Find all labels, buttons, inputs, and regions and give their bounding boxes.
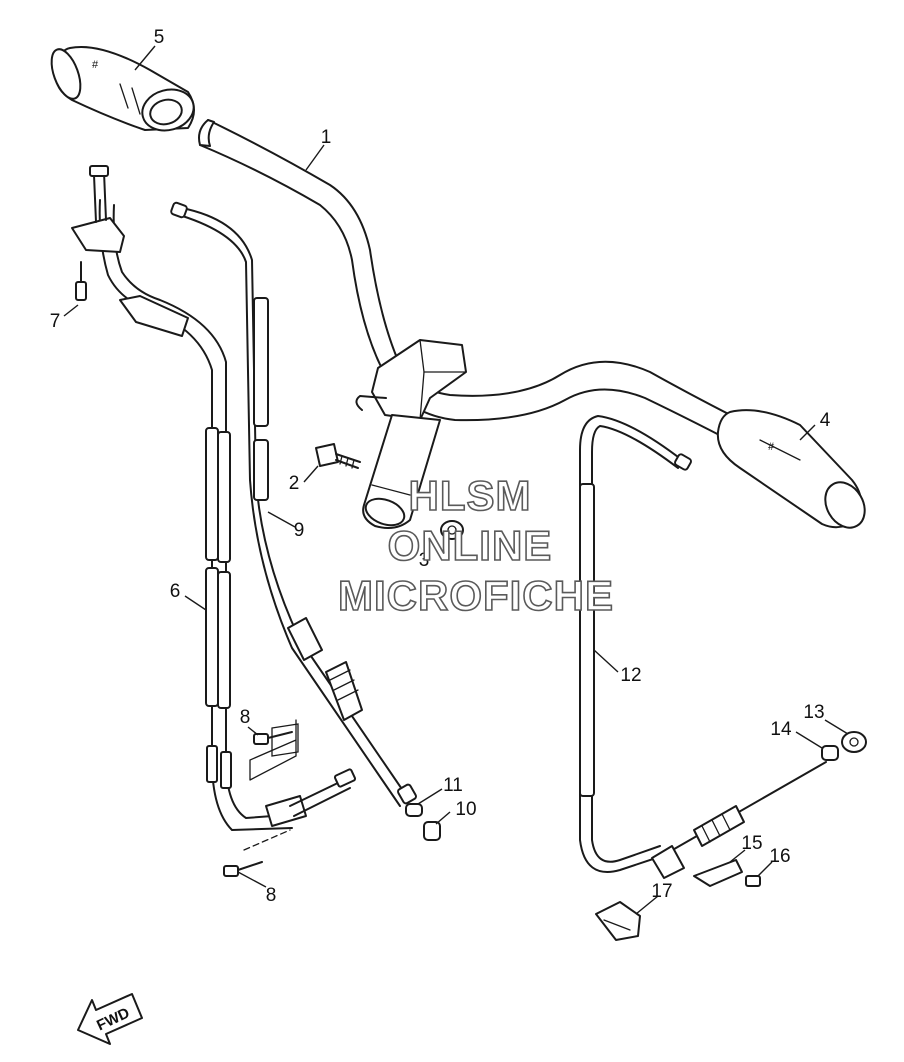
part-13 <box>841 731 867 753</box>
part-11 <box>405 803 423 817</box>
callout-2: 2 <box>289 473 300 494</box>
callout-13: 13 <box>803 702 824 723</box>
callouts: 1 2 3 4 5 6 7 8 8 9 10 11 12 13 14 15 16… <box>50 27 831 906</box>
left-grip: # <box>716 409 866 529</box>
watermark-line-2: ONLINE <box>388 522 553 569</box>
bracket-15 <box>693 859 743 887</box>
callout-8-lower: 8 <box>266 885 277 906</box>
callout-14: 14 <box>770 719 792 740</box>
screw-16 <box>745 875 761 887</box>
callout-9: 9 <box>294 520 305 541</box>
svg-text:#: # <box>92 59 99 71</box>
watermark-line-1: HLSM <box>409 472 532 519</box>
callout-17: 17 <box>651 881 672 902</box>
screw-8-upper <box>253 723 299 757</box>
cable-9 <box>170 201 417 807</box>
callout-1: 1 <box>321 127 332 148</box>
callout-11: 11 <box>443 775 463 796</box>
callout-12: 12 <box>620 665 641 686</box>
watermark-line-3: MICROFICHE <box>338 572 614 619</box>
callout-6: 6 <box>170 581 181 602</box>
callout-5: 5 <box>154 27 165 48</box>
callout-4: 4 <box>820 410 831 431</box>
cable-12 <box>579 415 827 879</box>
throttle-grip: # <box>50 45 195 132</box>
fwd-arrow-icon: FWD <box>77 993 143 1045</box>
nut-3 <box>440 520 464 540</box>
screw-8-lower <box>223 861 263 877</box>
callout-16: 16 <box>769 846 790 867</box>
svg-text:#: # <box>768 441 775 453</box>
callout-8-upper: 8 <box>240 707 251 728</box>
watermark: HLSM ONLINE MICROFICHE <box>337 471 614 620</box>
leader-lines <box>63 45 849 915</box>
part-10 <box>423 821 441 841</box>
callout-7: 7 <box>50 311 61 332</box>
handlebar <box>198 119 761 529</box>
throttle-cable <box>71 165 357 851</box>
callout-3: 3 <box>419 550 430 571</box>
part-14 <box>821 745 839 761</box>
screw-7 <box>75 261 87 301</box>
clamp-17 <box>595 901 641 941</box>
bolt-2 <box>315 443 361 469</box>
callout-15: 15 <box>741 833 762 854</box>
callout-10: 10 <box>455 799 476 820</box>
